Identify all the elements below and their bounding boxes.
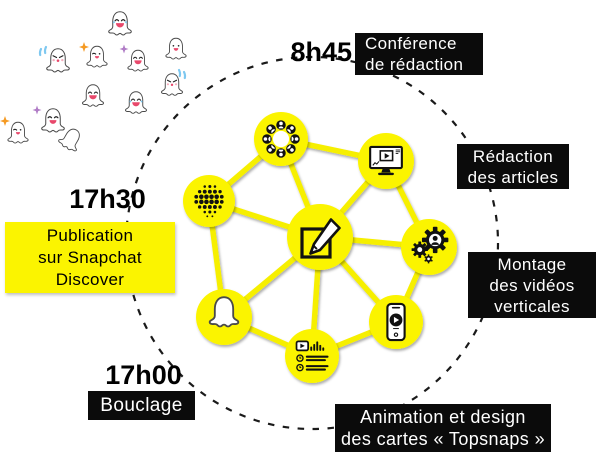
label-publication: Publication sur Snapchat Discover: [5, 222, 175, 293]
team-meeting-icon: [262, 120, 300, 158]
node-production: [401, 219, 457, 275]
label-line: sur Snapchat: [38, 247, 142, 267]
label-line: des cartes « Topsnaps »: [341, 429, 545, 449]
label-line: Rédaction: [472, 146, 554, 166]
node-team: [254, 112, 308, 166]
node-playlist: [285, 329, 339, 383]
label-line: des articles: [467, 167, 559, 187]
label-redaction: Rédaction des articles: [457, 144, 569, 189]
label-line: verticales: [494, 296, 570, 316]
time-conference: 8h45: [290, 37, 352, 67]
network-nodes: [183, 112, 457, 383]
node-snapchat: [196, 289, 252, 345]
label-conference: Conférence de rédaction: [355, 33, 483, 75]
smartphone-play-icon: [386, 302, 406, 342]
label-line: des vidéos: [489, 275, 575, 295]
time-bouclage: 17h00: [105, 360, 182, 390]
node-desktop: [358, 133, 414, 189]
node-mobile: [369, 295, 423, 349]
label-line: Bouclage: [100, 395, 183, 416]
label-line: Animation et design: [360, 407, 526, 427]
node-halftone: [183, 175, 235, 227]
sweat-accent: [38, 45, 48, 57]
daily-cycle-dashed-circle: [124, 55, 500, 431]
label-line: Publication: [46, 225, 134, 245]
time-publication: 17h30: [69, 184, 146, 214]
label-montage: Montage des vidéos verticales: [468, 252, 596, 318]
label-bouclage: Bouclage: [88, 391, 195, 420]
sweat-accent: [177, 68, 187, 80]
node-write: [287, 204, 353, 270]
label-line: Discover: [55, 269, 125, 289]
label-line: de rédaction: [365, 55, 464, 74]
label-line: Montage: [497, 254, 567, 274]
label-line: Conférence: [365, 34, 457, 53]
label-animation: Animation et design des cartes « Topsnap…: [335, 404, 551, 452]
snapchat-ghost-crowd-illustration: [0, 11, 187, 154]
